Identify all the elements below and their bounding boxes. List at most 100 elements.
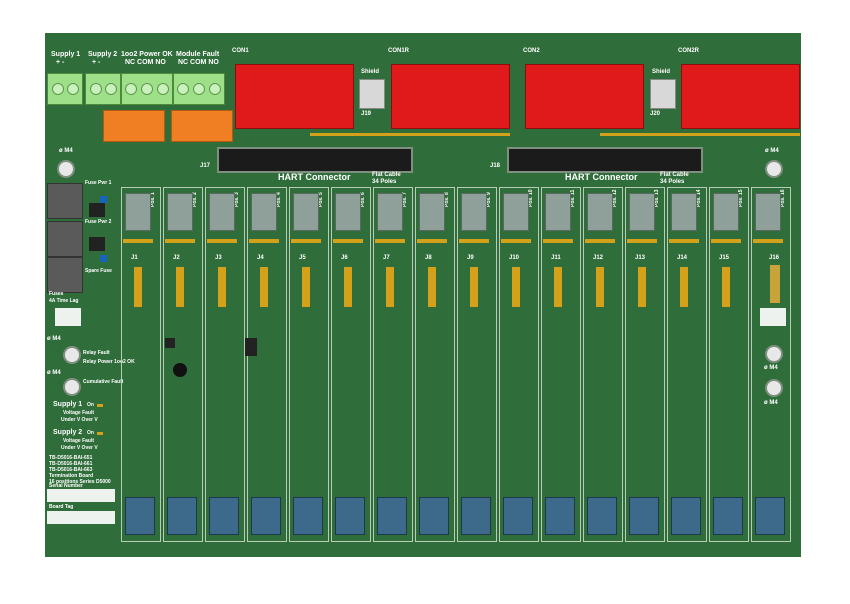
supply1-terminal-block[interactable] [47, 73, 83, 105]
fuse-holder-pwr1[interactable] [47, 183, 83, 219]
mount-hole-left-1 [63, 346, 81, 364]
supply1-on-label: On [87, 402, 94, 408]
bottom-terminal[interactable] [587, 497, 617, 535]
jumper-header[interactable] [260, 267, 268, 307]
jumper-header[interactable] [512, 267, 520, 307]
component-row [501, 239, 531, 243]
position-slot [499, 187, 539, 542]
jumper-label: J1 [131, 255, 138, 261]
module-socket[interactable] [377, 193, 403, 231]
j18-label: J18 [490, 163, 501, 169]
jumper-header[interactable] [554, 267, 562, 307]
supply2-on-led [97, 432, 103, 435]
module-socket[interactable] [503, 193, 529, 231]
mount-hole-right-1 [765, 345, 783, 363]
bottom-terminal[interactable] [335, 497, 365, 535]
poles-label-1: 34 Poles [372, 179, 397, 185]
position-slot [163, 187, 203, 542]
supply1-status-title: Supply 1 [53, 401, 83, 408]
bottom-terminal[interactable] [125, 497, 155, 535]
position-label: Pos. 15 [738, 189, 744, 207]
component-row [627, 239, 657, 243]
con1-connector[interactable] [235, 64, 354, 129]
bottom-terminal[interactable] [419, 497, 449, 535]
bottom-terminal[interactable] [503, 497, 533, 535]
module-fault-terminal-block[interactable] [173, 73, 225, 105]
module-socket[interactable] [629, 193, 655, 231]
bottom-terminal[interactable] [251, 497, 281, 535]
spare-fuse-led [100, 255, 107, 262]
module-socket[interactable] [167, 193, 193, 231]
module-socket[interactable] [545, 193, 571, 231]
con2r-label: CON2R [678, 48, 700, 54]
module-socket[interactable] [125, 193, 151, 231]
fuse-holder-spare[interactable] [47, 257, 83, 293]
position-slot [373, 187, 413, 542]
bottom-terminal[interactable] [377, 497, 407, 535]
position-slot [289, 187, 329, 542]
power-ok-terminal-block[interactable] [121, 73, 173, 105]
module-fault-terminal-label: Module Fault [176, 51, 220, 58]
hart-header-j18[interactable] [507, 147, 703, 173]
j20-label: J20 [650, 111, 661, 117]
position-slot [751, 187, 791, 542]
module-socket[interactable] [587, 193, 613, 231]
module-socket[interactable] [671, 193, 697, 231]
jumper-header[interactable] [722, 267, 730, 307]
jumper-label: J8 [425, 255, 432, 261]
bottom-terminal[interactable] [755, 497, 785, 535]
con2-connector[interactable] [525, 64, 644, 129]
jumper-header[interactable] [680, 267, 688, 307]
module-socket[interactable] [293, 193, 319, 231]
module-socket[interactable] [335, 193, 361, 231]
j16-label-pad [760, 308, 786, 326]
board-tag-field[interactable] [47, 511, 115, 524]
jumper-label: J12 [593, 255, 604, 261]
module-socket[interactable] [755, 193, 781, 231]
fuse-label-pad [55, 308, 81, 326]
serial-number-field[interactable] [47, 489, 115, 502]
supply2-terminal-block[interactable] [85, 73, 121, 105]
jumper-label: J15 [719, 255, 730, 261]
bottom-terminal[interactable] [167, 497, 197, 535]
jumper-header[interactable] [596, 267, 604, 307]
jumper-header[interactable] [134, 267, 142, 307]
con1r-connector[interactable] [391, 64, 510, 129]
module-socket[interactable] [209, 193, 235, 231]
bottom-terminal[interactable] [293, 497, 323, 535]
jumper-header[interactable] [386, 267, 394, 307]
jumper-header[interactable] [176, 267, 184, 307]
jumper-header[interactable] [638, 267, 646, 307]
position-label: Pos. 13 [654, 189, 660, 207]
module-fault-relay [171, 110, 233, 142]
con1r-label: CON1R [388, 48, 410, 54]
jumper-header[interactable] [428, 267, 436, 307]
component-row [165, 239, 195, 243]
module-socket[interactable] [713, 193, 739, 231]
position-slot [331, 187, 371, 542]
supply1-voltage-fault-label: Voltage Fault [63, 410, 95, 416]
bottom-terminal[interactable] [545, 497, 575, 535]
bottom-terminal[interactable] [713, 497, 743, 535]
jumper-header[interactable] [302, 267, 310, 307]
jumper-label: J14 [677, 255, 688, 261]
fuse-holder-pwr2[interactable] [47, 221, 83, 257]
component-row [711, 239, 741, 243]
module-socket[interactable] [461, 193, 487, 231]
bottom-terminal[interactable] [671, 497, 701, 535]
bottom-terminal[interactable] [629, 497, 659, 535]
jumper-header[interactable] [218, 267, 226, 307]
mount-label-top-right: ø M4 [765, 148, 779, 154]
component-row [375, 239, 405, 243]
jumper-header[interactable] [344, 267, 352, 307]
j16-header[interactable] [770, 265, 780, 303]
module-socket[interactable] [251, 193, 277, 231]
hart-header-j17[interactable] [217, 147, 413, 173]
bottom-terminal[interactable] [461, 497, 491, 535]
con2r-connector[interactable] [681, 64, 800, 129]
component-row [249, 239, 279, 243]
module-socket[interactable] [419, 193, 445, 231]
bottom-terminal[interactable] [209, 497, 239, 535]
jumper-header[interactable] [470, 267, 478, 307]
model-label-1: TB-D5016-BAI-651 [49, 455, 93, 461]
